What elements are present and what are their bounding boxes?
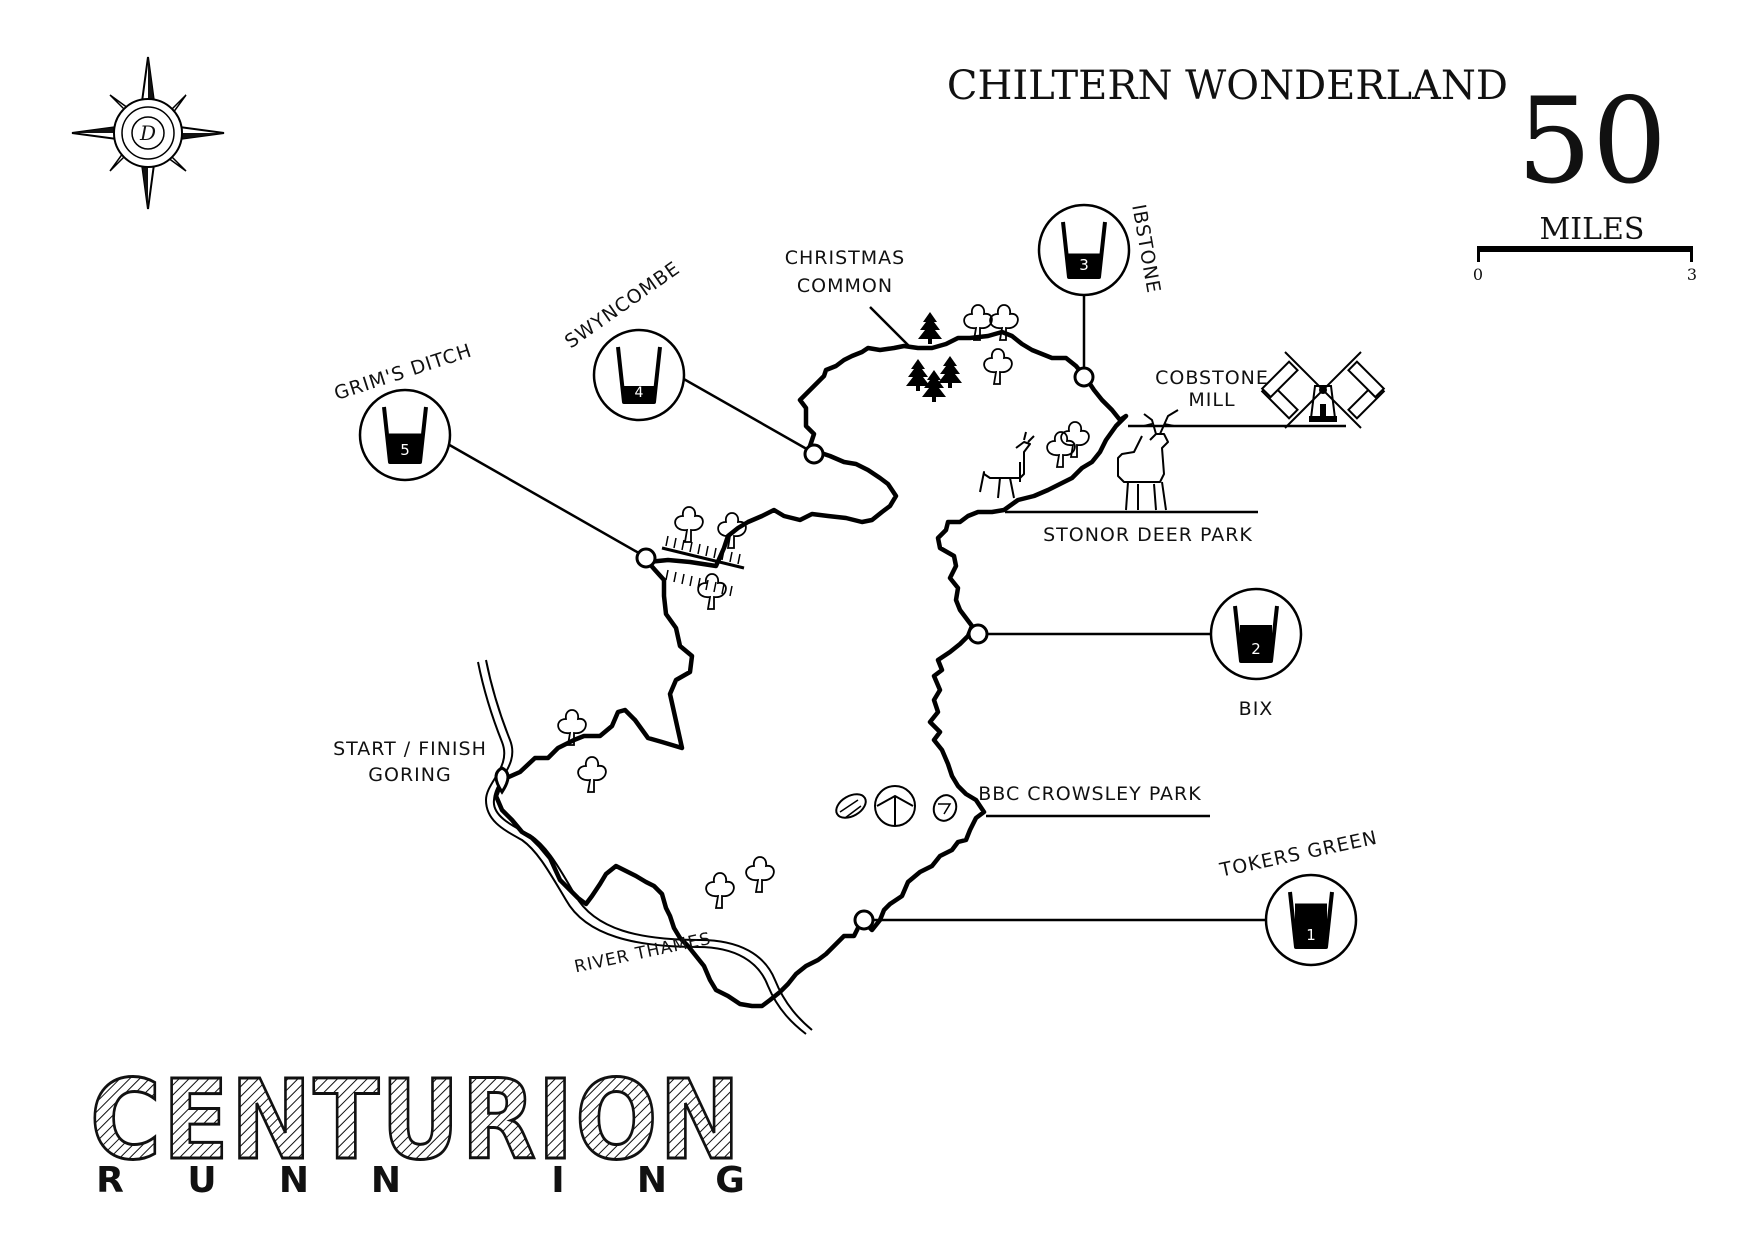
aid-station-number: 4 (635, 385, 644, 401)
label-ibstone: IBSTONE (1127, 203, 1164, 296)
cup-fill-4 (623, 386, 655, 401)
aid-station-3: 3 (1037, 203, 1131, 297)
start-finish-pin (494, 766, 510, 795)
node-ibstone (1073, 366, 1095, 388)
logo-letter-3: N (279, 1160, 309, 1201)
aid-station-4: 4 (592, 328, 686, 422)
label-bbc-crowsley-park: BBC CROWSLEY PARK (978, 783, 1201, 805)
distance-value: 50 (1517, 72, 1667, 210)
pine-tree-icons (906, 312, 962, 402)
node-swyncombe (803, 443, 825, 465)
logo-letter-4: N (371, 1160, 401, 1201)
logo-letter-1: R (96, 1160, 124, 1201)
label-cobstone-mill-2: MILL (1188, 389, 1235, 411)
label-christmas-common-2: COMMON (797, 275, 893, 297)
node-grims-ditch (635, 547, 657, 569)
label-tokers-green: TOKERS GREEN (1217, 827, 1380, 882)
aid-station-2: 2 (1209, 587, 1303, 681)
aid-station-1: 1 (1264, 873, 1358, 967)
scale-start: 0 (1473, 265, 1483, 284)
scale-end: 3 (1687, 265, 1697, 284)
map-title: CHILTERN WONDERLAND (947, 63, 1508, 109)
label-christmas-common-1: CHRISTMAS (785, 247, 905, 269)
cup-fill-3 (1068, 253, 1100, 276)
logo-letter-5: I (551, 1160, 564, 1201)
label-start-finish: START / FINISH (333, 738, 487, 760)
label-goring: GORING (368, 764, 451, 786)
label-stonor-deer-park: STONOR DEER PARK (1043, 524, 1253, 546)
logo-main-text: CENTURION (90, 1056, 742, 1184)
node-bix (967, 623, 989, 645)
logo-letter-7: G (715, 1160, 745, 1201)
logo-letter-6: N (637, 1160, 667, 1201)
aid-station-5: 5 (358, 388, 452, 482)
deer-doe-icon (979, 431, 1035, 499)
cup-fill-5 (389, 433, 421, 461)
label-cobstone-mill-1: COBSTONE (1155, 367, 1269, 389)
aid-station-number: 2 (1251, 640, 1261, 658)
route-path (493, 329, 1129, 1009)
node-tokers-green (853, 909, 875, 931)
compass-rose-icon: D (71, 56, 225, 210)
radio-dish-icons (835, 785, 958, 827)
aid-station-number: 5 (400, 441, 410, 459)
compass-letter: D (139, 121, 156, 145)
aid-station-number: 3 (1079, 256, 1089, 274)
route-nodes (494, 366, 1095, 931)
aid-station-number: 1 (1306, 926, 1316, 944)
cup-fill-2 (1240, 625, 1272, 660)
distance-unit: MILES (1540, 212, 1645, 247)
river-thames (477, 659, 813, 1035)
windmill-icon (1260, 351, 1386, 429)
logo-letter-2: U (187, 1160, 216, 1201)
label-bix: BIX (1239, 698, 1274, 720)
grims-ditch-hatch (661, 535, 745, 597)
leader-lines (445, 296, 1346, 922)
cup-fill-1 (1295, 903, 1327, 946)
centurion-running-logo: CENTURION R U N N I N G (89, 1055, 745, 1202)
scale-bar: 0 3 (1473, 246, 1697, 284)
